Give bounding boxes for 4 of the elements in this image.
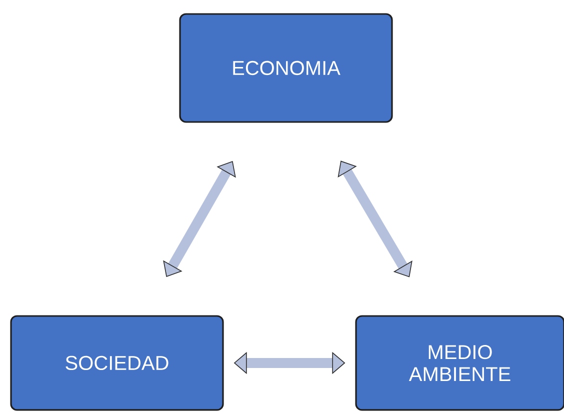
double-arrow — [338, 160, 412, 278]
process-box: MEDIO AMBIENTE — [355, 315, 564, 411]
process-box: ECONOMIA — [179, 13, 393, 123]
process-box: SOCIEDAD — [10, 315, 224, 411]
